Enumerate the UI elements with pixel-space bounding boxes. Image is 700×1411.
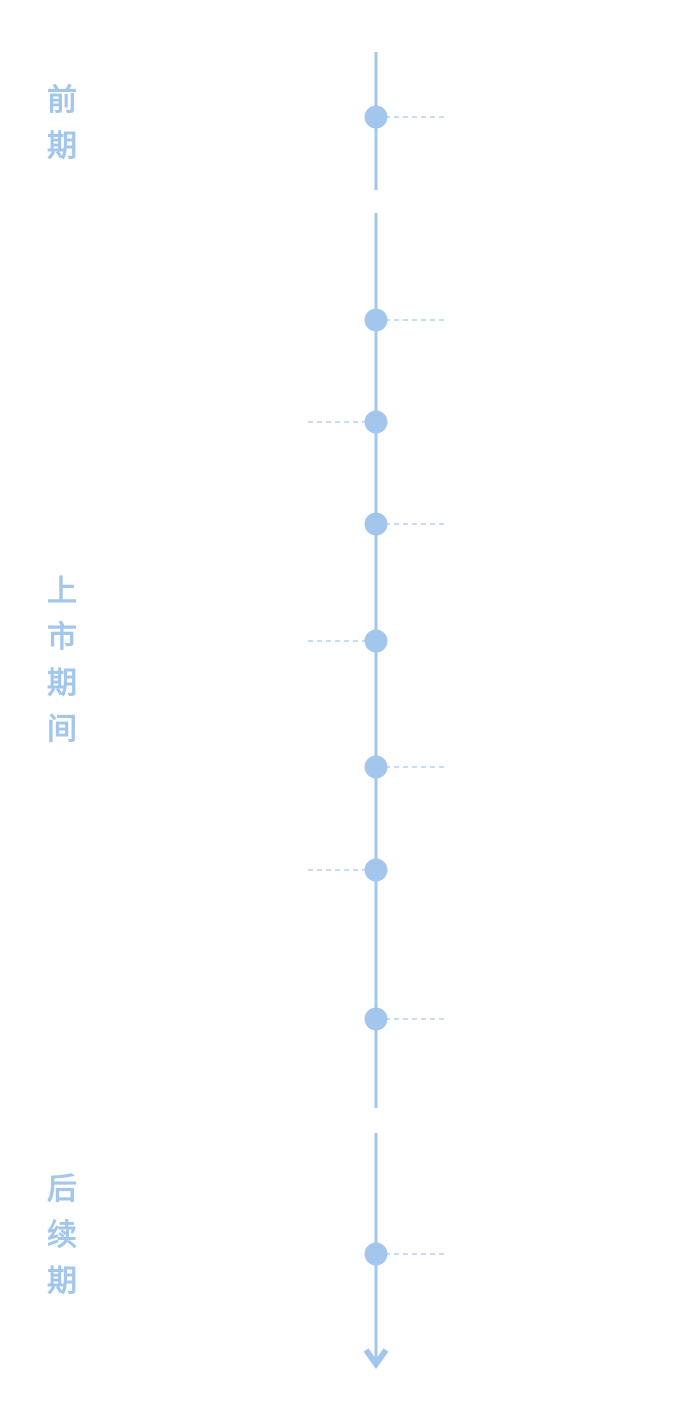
phase-label-early: 前 期 — [44, 78, 80, 170]
phase-label-char: 后 — [47, 1172, 77, 1207]
timeline-node — [364, 512, 388, 536]
arrow-down-icon — [363, 1348, 389, 1370]
timeline-node — [364, 410, 388, 434]
arrow-head-shape — [363, 1348, 389, 1370]
phase-label-char: 续 — [47, 1218, 77, 1253]
phase-label-char: 市 — [47, 620, 77, 655]
phase-label-char: 期 — [47, 129, 77, 164]
phase-label-listing: 上 市 期 间 — [44, 569, 80, 753]
timeline-node — [364, 105, 388, 129]
phase-label-char: 期 — [47, 666, 77, 701]
timeline-node — [364, 1007, 388, 1031]
timeline-node — [364, 308, 388, 332]
phase-label-char: 期 — [47, 1264, 77, 1299]
timeline-node — [364, 858, 388, 882]
timeline-nodes — [364, 105, 388, 1266]
phase-label-char: 间 — [47, 712, 77, 747]
timeline-connectors — [304, 116, 444, 1255]
phase-label-char: 前 — [47, 83, 77, 118]
phase-label-follow-up: 后 续 期 — [44, 1167, 80, 1305]
timeline-node — [364, 1242, 388, 1266]
timeline-node — [364, 629, 388, 653]
timeline-node — [364, 755, 388, 779]
phase-label-char: 上 — [47, 574, 77, 609]
